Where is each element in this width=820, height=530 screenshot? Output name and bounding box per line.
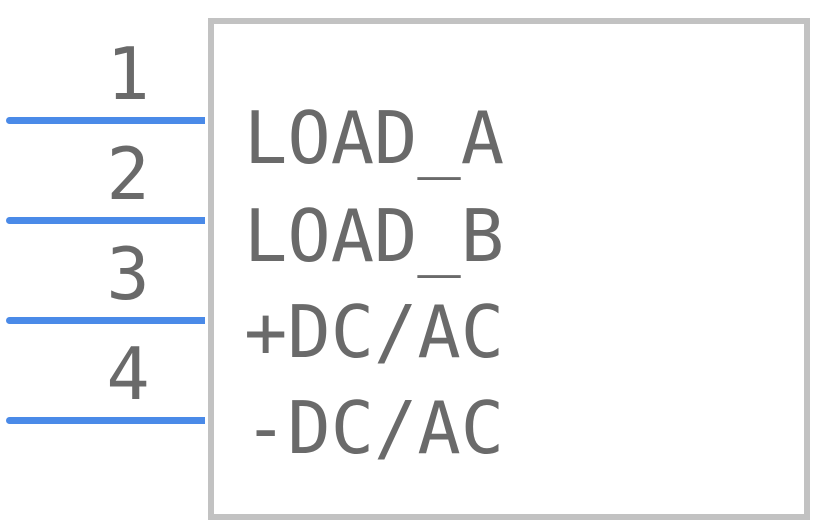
pin-4-line xyxy=(6,417,205,424)
pin-1-number: 1 xyxy=(106,32,150,116)
pin-3-number: 3 xyxy=(106,232,150,316)
pin-3 xyxy=(0,282,205,324)
pin-4 xyxy=(0,382,205,424)
pin-2-label: LOAD_B xyxy=(244,194,505,278)
pin-2-line xyxy=(6,217,205,224)
pin-3-label: +DC/AC xyxy=(244,290,505,374)
component-body xyxy=(208,18,810,520)
pin-1-label: LOAD_A xyxy=(244,96,505,180)
pin-2-number: 2 xyxy=(106,132,150,216)
pin-2 xyxy=(0,182,205,224)
pin-1-line xyxy=(6,117,205,124)
pin-1 xyxy=(0,82,205,124)
pin-3-line xyxy=(6,317,205,324)
pin-4-number: 4 xyxy=(106,332,150,416)
pin-4-label: -DC/AC xyxy=(244,386,505,470)
